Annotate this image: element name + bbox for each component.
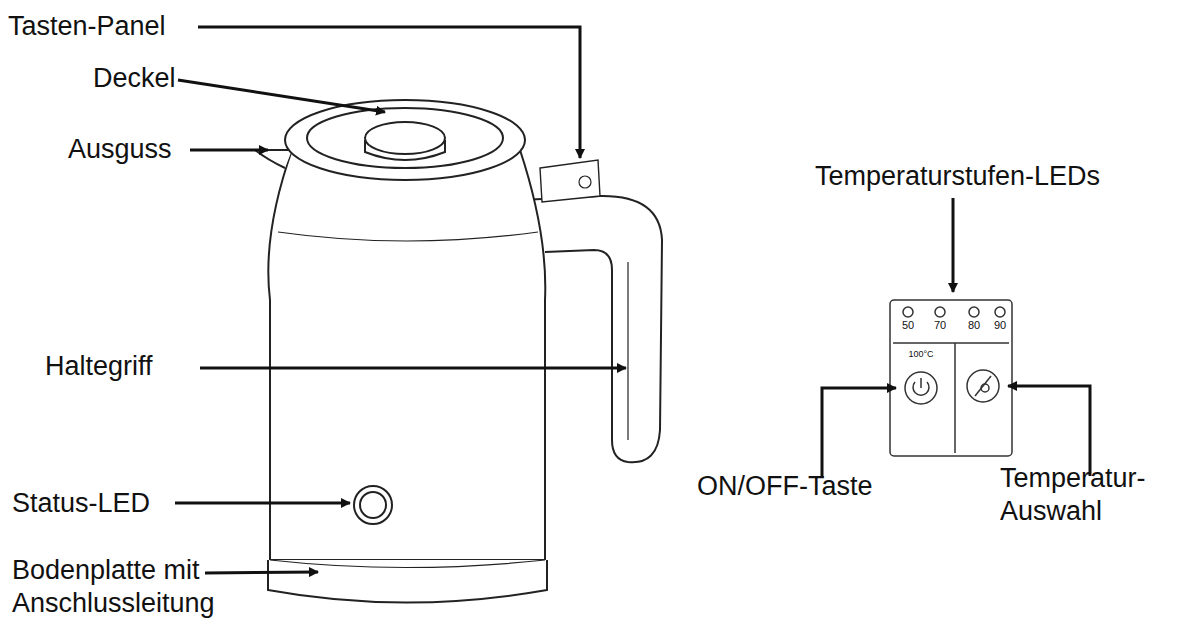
leader-arrow bbox=[178, 80, 385, 112]
led-circle bbox=[995, 307, 1005, 317]
leader-arrow bbox=[190, 149, 268, 152]
leader-arrow bbox=[175, 502, 350, 505]
lid-knob-top bbox=[365, 122, 445, 154]
panel-zoom bbox=[890, 300, 1012, 456]
temp-symbol bbox=[975, 376, 991, 396]
part-label: Temperaturstufen-LEDs bbox=[815, 160, 1100, 193]
leader-arrow bbox=[952, 198, 955, 292]
handle-panel bbox=[540, 160, 600, 202]
part-label: Haltegriff bbox=[45, 350, 153, 383]
temperature-value: 80 bbox=[962, 319, 986, 332]
led-circle bbox=[935, 307, 945, 317]
lid-outer bbox=[285, 100, 525, 180]
handle-inner-line bbox=[627, 262, 628, 440]
temperature-value: 50 bbox=[896, 319, 920, 332]
part-label: ON/OFF-Taste bbox=[697, 470, 873, 503]
base-ring bbox=[268, 560, 547, 603]
status-led-ring bbox=[354, 486, 392, 524]
status-led bbox=[360, 492, 386, 518]
temp-button bbox=[967, 370, 999, 402]
temperature-value: 90 bbox=[988, 319, 1012, 332]
body-outline bbox=[268, 150, 545, 560]
kettle-drawing bbox=[255, 100, 662, 603]
lid-inner bbox=[307, 108, 503, 168]
temperature-value: 70 bbox=[928, 319, 952, 332]
panel-divider bbox=[954, 343, 956, 453]
part-label: Deckel bbox=[93, 62, 176, 95]
leader-arrow bbox=[200, 367, 626, 370]
temperature-value: 100°C bbox=[904, 349, 938, 360]
part-label: Temperatur- Auswahl bbox=[1000, 462, 1160, 528]
body-seam bbox=[278, 232, 538, 241]
leader-arrow bbox=[1008, 386, 1090, 476]
leader-lines bbox=[175, 27, 1090, 573]
power-symbol bbox=[920, 378, 922, 388]
part-label: Ausguss bbox=[68, 133, 172, 166]
part-label: Bodenplatte mit Anschlussleitung bbox=[12, 554, 252, 620]
led-circle bbox=[903, 307, 913, 317]
spout bbox=[255, 150, 292, 168]
base-seam bbox=[270, 560, 545, 568]
temp-symbol bbox=[981, 384, 989, 392]
panel-divider bbox=[893, 342, 1009, 344]
panel-frame bbox=[890, 300, 1012, 456]
leader-arrow bbox=[205, 572, 318, 573]
leader-arrow bbox=[822, 388, 896, 478]
handle-panel-button bbox=[579, 176, 591, 188]
led-circle bbox=[969, 307, 979, 317]
part-label: Tasten-Panel bbox=[8, 10, 166, 43]
part-label: Status-LED bbox=[12, 487, 150, 520]
power-button bbox=[905, 372, 937, 404]
